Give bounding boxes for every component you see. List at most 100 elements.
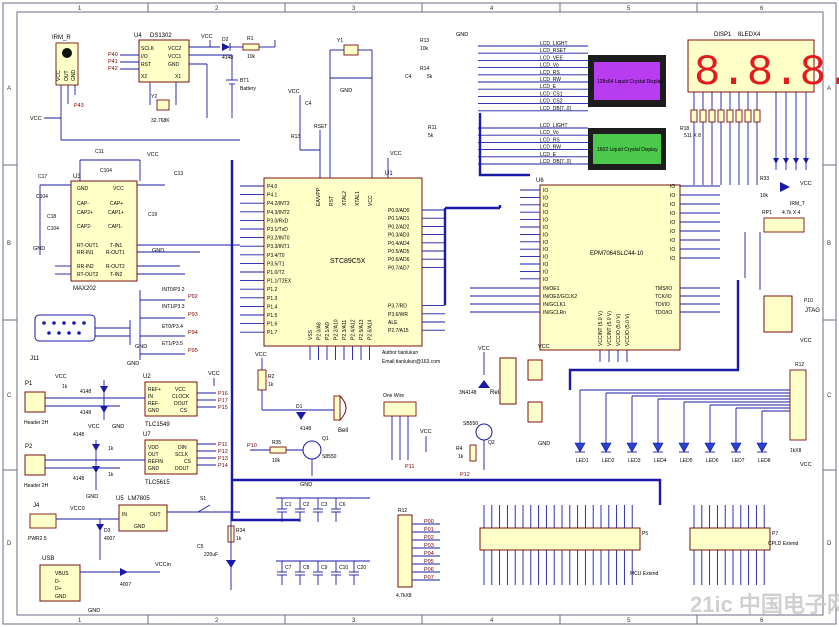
- svg-text:4.7kX8: 4.7kX8: [396, 593, 412, 599]
- lcd-net-label: LCD_Vo: [540, 130, 559, 136]
- cpld-pin-label: VCCIO (5.0 V): [625, 313, 631, 346]
- svg-text:U3: U3: [73, 174, 81, 180]
- svg-text:U4: U4: [134, 33, 142, 39]
- svg-text:MAX202: MAX202: [73, 286, 97, 292]
- svg-text:A: A: [7, 86, 11, 92]
- svg-text:C4: C4: [405, 74, 412, 80]
- mcu-pin-label: P2.0/A8: [317, 322, 323, 340]
- cpld-pin-label: IO: [543, 195, 548, 201]
- mcu-pin-label: P4.3/INT2: [267, 210, 290, 216]
- svg-text:B: B: [827, 241, 831, 247]
- svg-text:4148: 4148: [300, 426, 311, 432]
- cpld-pin-label: IO: [543, 225, 548, 231]
- svg-text:GND: GND: [148, 408, 160, 414]
- cpld-pin-label: VCCINT (5.0 V): [598, 311, 604, 346]
- svg-text:D1: D1: [296, 404, 303, 410]
- svg-text:IRM_R: IRM_R: [52, 35, 71, 41]
- led-symbol: [704, 442, 716, 453]
- mcu-pin-label: P1.6: [267, 322, 278, 328]
- svg-text:TLC5615: TLC5615: [145, 480, 170, 486]
- svg-text:R33: R33: [760, 176, 769, 182]
- svg-text:C18: C18: [47, 214, 56, 220]
- svg-text:220uF: 220uF: [204, 552, 218, 558]
- svg-text:DS1302: DS1302: [150, 33, 172, 39]
- mcu-pin-label: P3.5/T1: [267, 261, 285, 267]
- lcd2-screen: [593, 134, 661, 164]
- svg-text:A: A: [827, 86, 831, 92]
- grid-col: 6: [760, 6, 764, 12]
- svg-text:RST: RST: [141, 62, 151, 68]
- svg-text:VCC: VCC: [800, 181, 812, 187]
- svg-text:DOUT: DOUT: [174, 401, 188, 407]
- svg-text:511 X 8: 511 X 8: [684, 133, 701, 139]
- svg-text:GND: GND: [135, 344, 147, 350]
- svg-text:10k: 10k: [420, 46, 429, 52]
- cpld-pin-label: IO: [543, 277, 548, 283]
- mcu-pin-label: P0.0/AD0: [388, 208, 410, 214]
- led-label: LED7: [732, 458, 745, 464]
- seg-digits: 8.8.8.8.: [694, 48, 839, 98]
- svg-text:C104: C104: [47, 226, 59, 232]
- svg-text:OUT: OUT: [64, 70, 70, 81]
- svg-text:CAP1+: CAP1+: [108, 210, 124, 216]
- svg-text:C104: C104: [36, 194, 48, 200]
- mcu-pin-label: P1.2: [267, 287, 278, 293]
- svg-text:GND: GND: [86, 494, 98, 500]
- cpld-epm7064: U6 EPM7064SLC44-10 IOIOIOIOIOIOIOIOIOIOI…: [470, 176, 812, 362]
- svg-text:VCC: VCC: [288, 89, 300, 95]
- lcd-net-label: LCD_CS1: [540, 91, 563, 97]
- svg-text:1k: 1k: [108, 472, 114, 478]
- svg-text:RT-OUT2: RT-OUT2: [77, 272, 99, 278]
- svg-text:R-OUT2: R-OUT2: [106, 264, 125, 270]
- adc-tlc1549: U2 REF+ IN REF- GND VCC CLOCK DOUT CS TL…: [143, 371, 228, 428]
- led-label: LED1: [576, 458, 589, 464]
- watermark: 21ic 中国电子网: [690, 592, 839, 617]
- mcu-pin-label: P2.1/A9: [325, 322, 331, 340]
- svg-text:VDD: VDD: [148, 445, 159, 451]
- svg-text:VCC1: VCC1: [168, 54, 182, 60]
- svg-text:VCC: VCC: [88, 424, 100, 430]
- svg-text:Y2: Y2: [151, 94, 157, 100]
- cap-label: C1: [285, 502, 292, 508]
- lcd-section: R13 10k GND R14 5k C4 R11 5k LCD_LIGHTLC…: [405, 32, 666, 177]
- mcu-pin-label: P1.3: [267, 296, 278, 302]
- mcu-pin-label: P3.1/TxD: [267, 227, 288, 233]
- svg-text:IN: IN: [122, 512, 127, 518]
- cpld-pin-label: IO: [670, 229, 675, 235]
- mcu-pin-label: P4.2/INT3: [267, 201, 290, 207]
- led-label: LED6: [706, 458, 719, 464]
- svg-text:4007: 4007: [120, 582, 131, 588]
- svg-text:P94: P94: [188, 330, 198, 336]
- mcu-pin-label: P0.3/AD3: [388, 233, 410, 239]
- svg-text:P5: P5: [642, 531, 648, 537]
- svg-text:VCC: VCC: [800, 338, 812, 344]
- mcu-pin-label: P3.0/RxD: [267, 218, 289, 224]
- lcd-net-label: LCD_E: [540, 84, 557, 90]
- svg-text:R13: R13: [420, 38, 429, 44]
- svg-text:SCLK: SCLK: [175, 452, 189, 458]
- lcd-net-label: LCD_RSET: [540, 48, 566, 54]
- svg-text:RT-OUT1: RT-OUT1: [77, 243, 99, 249]
- svg-text:P1: P1: [25, 381, 33, 387]
- svg-text:Author tianlukun: Author tianlukun: [382, 350, 418, 356]
- svg-text:IN: IN: [148, 394, 153, 400]
- svg-text:P14: P14: [218, 463, 228, 469]
- svg-text:CAP2-: CAP2-: [77, 224, 92, 230]
- svg-text:32.768K: 32.768K: [151, 118, 170, 124]
- cpld-pin-label: TDO/IO: [655, 310, 672, 316]
- svg-text:VCC0: VCC0: [70, 506, 85, 512]
- cpld-pin-label: TMS/IO: [655, 286, 672, 292]
- r12-net: P03: [424, 543, 434, 549]
- svg-text:ET1/P3.5: ET1/P3.5: [162, 341, 183, 347]
- led-symbol: [730, 442, 742, 453]
- svg-text:CAP+: CAP+: [110, 201, 123, 207]
- svg-text:U1: U1: [385, 171, 393, 177]
- svg-text:Y1: Y1: [337, 38, 343, 44]
- r12-net: P02: [424, 535, 434, 541]
- svg-text:4148: 4148: [80, 389, 91, 395]
- cap-label: C10: [339, 565, 348, 571]
- grid-col: 5: [627, 6, 631, 12]
- mcu-pin-label: P3.2/INT0: [267, 236, 290, 242]
- power-supply: J4 PWR2.5 VCC0 D3 4007 U5 LM7805 IN GND …: [28, 496, 245, 614]
